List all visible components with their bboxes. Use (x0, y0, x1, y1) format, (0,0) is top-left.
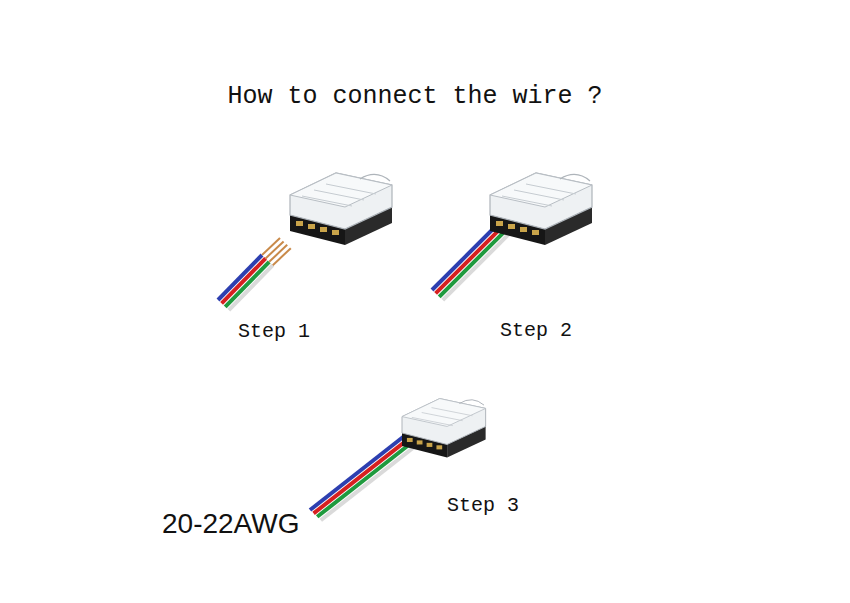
step-label: Step 2 (500, 319, 572, 342)
wire-gauge: 20-22AWG (162, 508, 299, 540)
wire-ribbon (432, 222, 511, 300)
connector (402, 399, 486, 458)
wire-ribbon (218, 238, 291, 310)
step-label: Step 1 (238, 320, 310, 343)
step-label: Step 3 (447, 494, 519, 517)
connector (290, 173, 392, 245)
title: How to connect the wire ? (227, 82, 602, 111)
connector (490, 173, 592, 245)
